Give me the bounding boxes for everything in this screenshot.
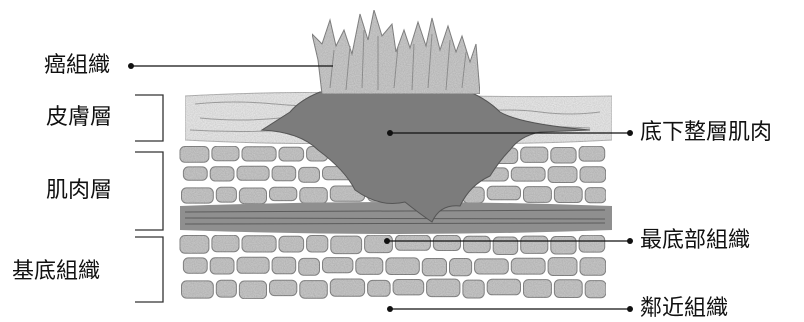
tissue-cell xyxy=(183,258,207,273)
tissue-cell xyxy=(307,236,328,253)
tissue-cell xyxy=(331,236,362,254)
tissue-cell xyxy=(487,186,520,200)
tissue-cell xyxy=(585,281,606,298)
tissue-cell xyxy=(554,280,582,298)
tissue-cell xyxy=(463,280,484,298)
base-tissue-layer xyxy=(180,235,606,299)
tissue-cell xyxy=(524,280,552,298)
tissue-cell xyxy=(216,187,236,202)
tissue-cell xyxy=(212,235,239,252)
tissue-cell xyxy=(580,167,606,182)
tissue-cell xyxy=(300,281,328,299)
tissue-cell xyxy=(554,187,582,203)
tissue-cell xyxy=(579,146,605,161)
tissue-cell xyxy=(242,147,276,161)
tissue-cell xyxy=(270,187,297,200)
tissue-cell xyxy=(450,259,472,276)
tissue-cell xyxy=(521,147,548,162)
tissue-cell xyxy=(239,281,266,299)
tissue-cell xyxy=(427,279,460,297)
tissue-cell xyxy=(182,281,214,298)
tissue-cell xyxy=(270,280,297,295)
tissue-cell xyxy=(323,258,353,273)
tissue-cell xyxy=(433,235,460,250)
tissue-cell xyxy=(330,279,364,296)
tissue-cell xyxy=(365,235,393,253)
tissue-cell xyxy=(272,257,296,274)
label-base-tissue: 基底組織 xyxy=(12,259,100,285)
tissue-cell xyxy=(242,236,276,252)
tissue-cell xyxy=(356,258,383,275)
tissue-cell xyxy=(487,279,520,295)
tissue-cell xyxy=(580,258,606,275)
tissue-cell xyxy=(521,236,548,253)
tissue-cell xyxy=(395,235,430,250)
tissue-cell xyxy=(237,257,269,273)
tissue-cell xyxy=(212,146,239,161)
tissue-cell xyxy=(548,167,577,183)
tissue-cell xyxy=(299,167,320,182)
tissue-cell xyxy=(475,259,509,274)
tissue-cell xyxy=(210,167,234,181)
label-skin-layer: 皮膚層 xyxy=(46,105,112,131)
tissue-cell xyxy=(511,258,545,274)
tissue-cell xyxy=(299,258,320,275)
tissue-cell xyxy=(180,147,209,163)
tissue-cell xyxy=(368,280,391,296)
label-deepest-tissue: 最底部組織 xyxy=(640,228,750,254)
fiber-band xyxy=(180,202,612,234)
label-muscle-layer: 肌肉層 xyxy=(46,178,112,204)
left-brackets xyxy=(135,95,163,302)
tissue-cell xyxy=(551,148,576,164)
tissue-cell xyxy=(272,166,296,181)
tissue-cell xyxy=(237,166,269,180)
tissue-cell xyxy=(524,187,552,203)
tissue-cell xyxy=(493,237,518,255)
label-deep-muscle: 底下整層肌肉 xyxy=(640,120,772,146)
tissue-cell xyxy=(393,280,424,295)
tissue-cell xyxy=(585,188,606,203)
tissue-cell xyxy=(511,167,545,181)
cancer-tissue xyxy=(312,10,480,94)
tissue-cell xyxy=(300,188,328,204)
tissue-cell xyxy=(422,259,446,276)
tissue-cell xyxy=(180,236,209,254)
label-cancer-tissue: 癌組織 xyxy=(44,53,110,79)
tissue-cell xyxy=(182,188,214,203)
label-adjacent-tissue: 鄰近組織 xyxy=(640,296,728,322)
tissue-cell xyxy=(464,236,491,252)
tissue-cell xyxy=(210,258,234,274)
tissue-cell xyxy=(579,235,605,252)
tissue-cell xyxy=(279,236,304,252)
tissue-cell xyxy=(548,258,577,276)
tissue-cell xyxy=(386,258,419,275)
tissue-cell xyxy=(239,188,266,204)
tissue-cell xyxy=(279,147,304,161)
tissue-cell xyxy=(551,237,576,255)
tissue-cell xyxy=(183,167,207,180)
tissue-cell xyxy=(216,280,236,297)
